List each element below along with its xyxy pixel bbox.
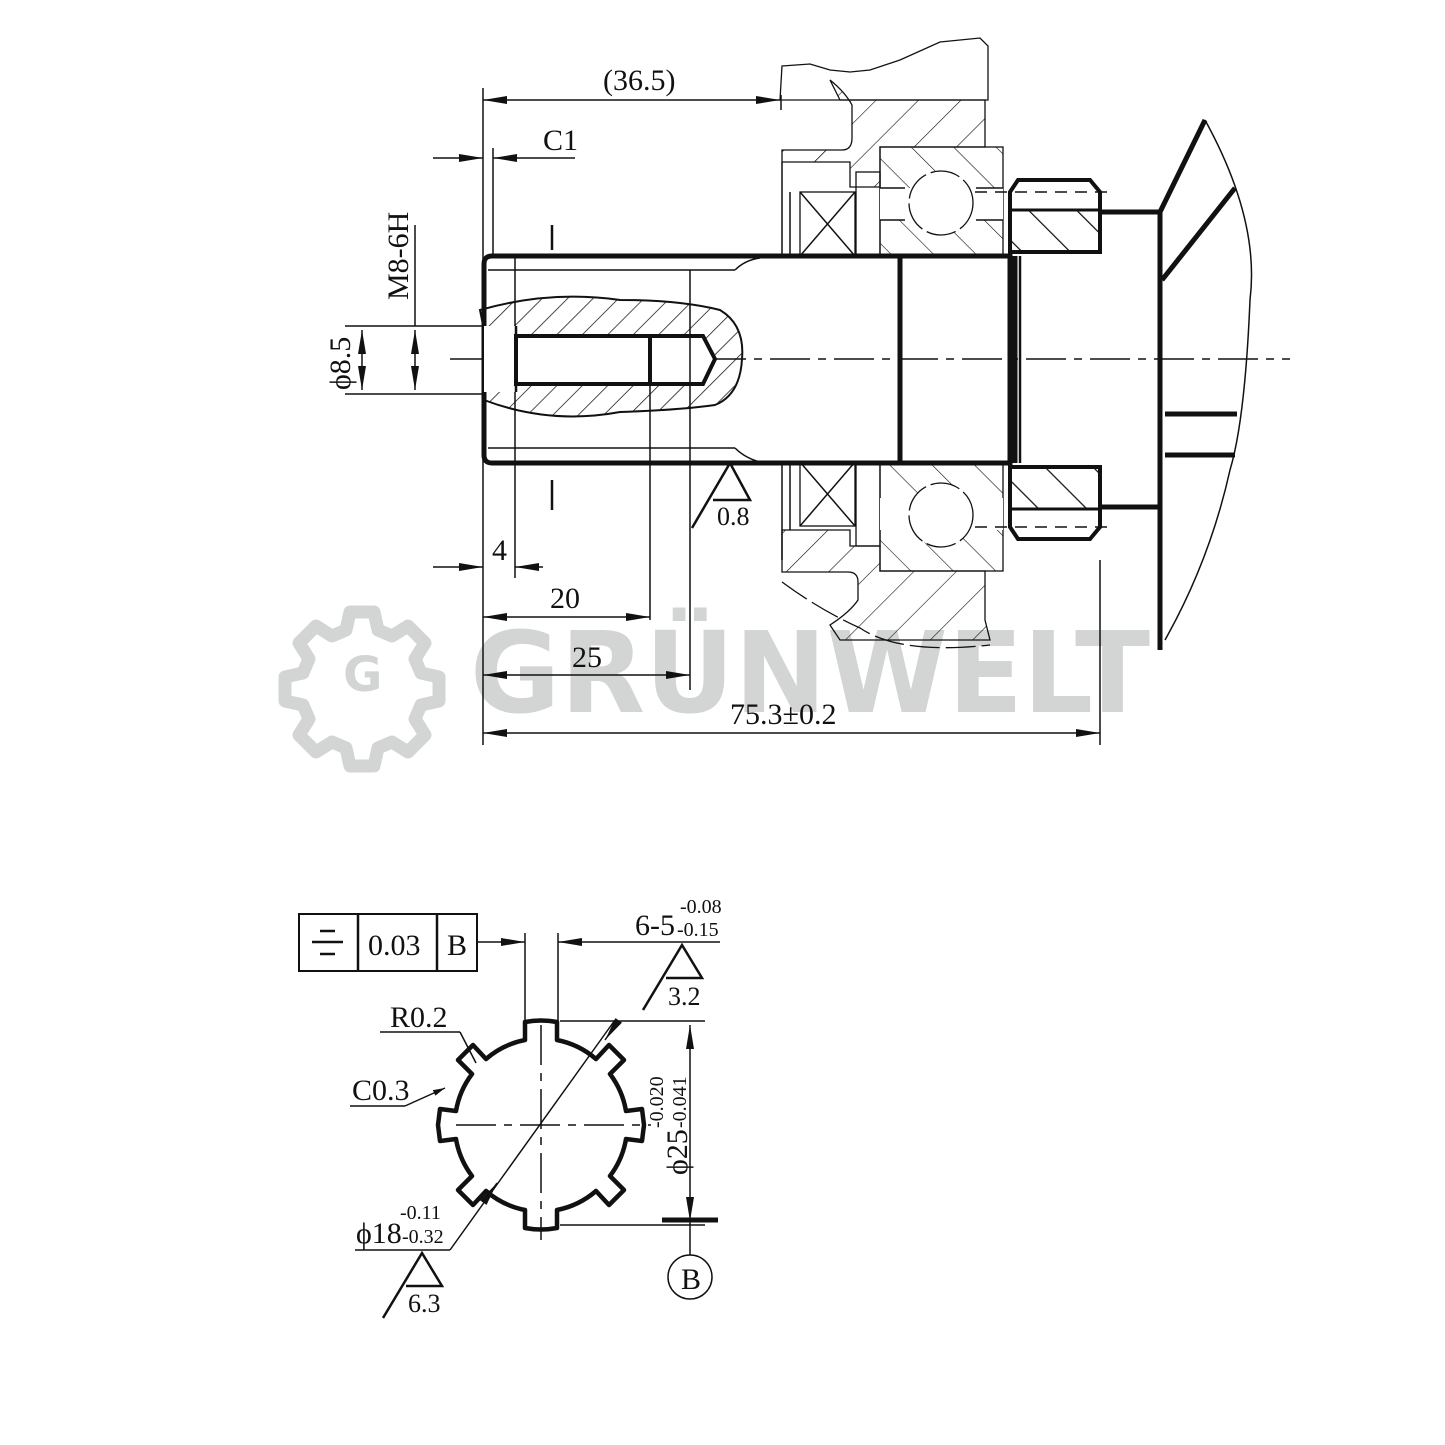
dim-bearing-offset: (36.5) [603, 64, 675, 97]
key-width-lower: -0.15 [677, 919, 719, 941]
dim-overall-length: 75.3±0.2 [730, 698, 836, 731]
dim-thread-depth: 20 [550, 582, 580, 615]
gear-logo-icon: G [278, 605, 446, 773]
roughness-symbol-icon [381, 1250, 445, 1319]
dim-chamfer-c1: C1 [543, 124, 578, 157]
key-width-upper: -0.08 [680, 896, 722, 918]
minor-diameter-upper: -0.11 [400, 1202, 441, 1224]
datum-circle-icon [667, 1254, 713, 1300]
fillet-label: R0.2 [390, 1001, 448, 1034]
dim-roughness: 0.8 [717, 502, 750, 531]
roughness-symbol-icon [690, 460, 753, 529]
dim-bore-diameter: ϕ8.5 [324, 337, 357, 390]
tolerance-value: 0.03 [368, 929, 421, 962]
chamfer-label: C0.3 [352, 1074, 410, 1107]
major-diameter-lower: -0.041 [669, 1076, 691, 1128]
tolerance-frame: 0.03 B [298, 913, 478, 972]
spline-section-view: 0.03 B 6-5 -0.08 -0.15 3.2 R0.2 C0.3 [298, 896, 722, 1319]
dim-thread-start: 4 [492, 534, 507, 567]
key-roughness: 3.2 [668, 982, 701, 1011]
minor-roughness: 6.3 [408, 1289, 441, 1318]
roughness-symbol-icon [641, 942, 705, 1011]
watermark: G GRÜNWELT [278, 605, 1150, 773]
dim-bore-depth: 25 [572, 641, 602, 674]
key-width-base: 6-5 [635, 909, 675, 942]
minor-diameter-base: ϕ18 [356, 1217, 402, 1250]
logo-letter: G [343, 647, 382, 703]
spline-profile [435, 1018, 647, 1232]
dim-thread: M8-6H [382, 212, 415, 300]
datum-label: B [681, 1263, 701, 1296]
tolerance-datum: B [447, 929, 467, 962]
symmetry-icon [312, 929, 343, 956]
shaft-side-view: (36.5) C1 M8-6H ϕ8.5 0.8 4 20 25 75.3±0.… [324, 37, 1290, 745]
major-diameter-base: ϕ25 [661, 1129, 694, 1175]
minor-diameter-lower: -0.32 [402, 1226, 444, 1248]
major-diameter-upper: -0.020 [646, 1076, 668, 1128]
